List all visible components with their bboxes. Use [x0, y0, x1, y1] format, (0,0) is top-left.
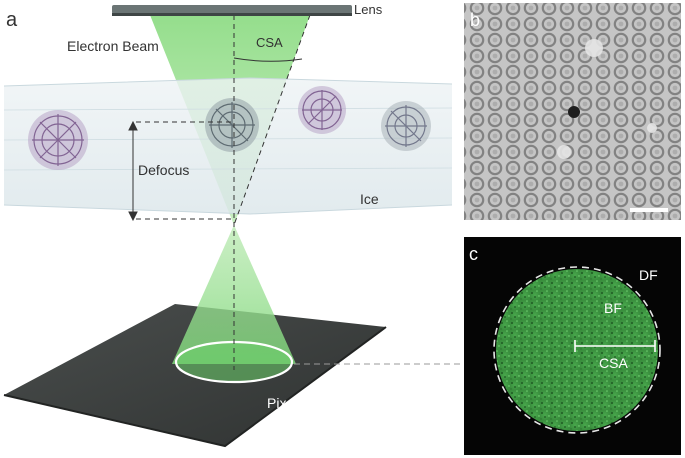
ice-label: Ice	[360, 191, 379, 207]
dark-field-boundary	[493, 266, 661, 434]
csa-arc	[233, 57, 303, 62]
dark-particle	[568, 106, 580, 118]
panel-c: c DF BF CSA	[464, 237, 681, 455]
bright-field-disk	[496, 269, 658, 431]
particle-icon	[298, 86, 346, 134]
defocus-bracket	[128, 120, 232, 222]
detector-label-line1: Pixelated	[267, 395, 325, 411]
panel-b: b	[464, 3, 681, 220]
electron-beam-label: Electron Beam	[67, 38, 159, 54]
lens-label: Lens	[354, 2, 383, 17]
particle-icon	[28, 110, 88, 170]
panel-a: a	[3, 2, 494, 448]
panel-a-letter: a	[6, 9, 18, 31]
detector-label-line2: Detector	[268, 414, 321, 430]
csa-label-c: CSA	[599, 355, 628, 371]
df-label: DF	[639, 267, 658, 283]
lens-icon	[112, 5, 352, 16]
defocus-label: Defocus	[138, 162, 189, 178]
particle-icon	[381, 101, 431, 151]
panel-c-letter: c	[469, 244, 478, 264]
scale-bar-icon	[630, 208, 668, 212]
particle-icon	[205, 98, 259, 152]
bf-label: BF	[604, 300, 622, 316]
panel-b-letter: b	[470, 10, 480, 30]
csa-label-a: CSA	[256, 35, 283, 50]
